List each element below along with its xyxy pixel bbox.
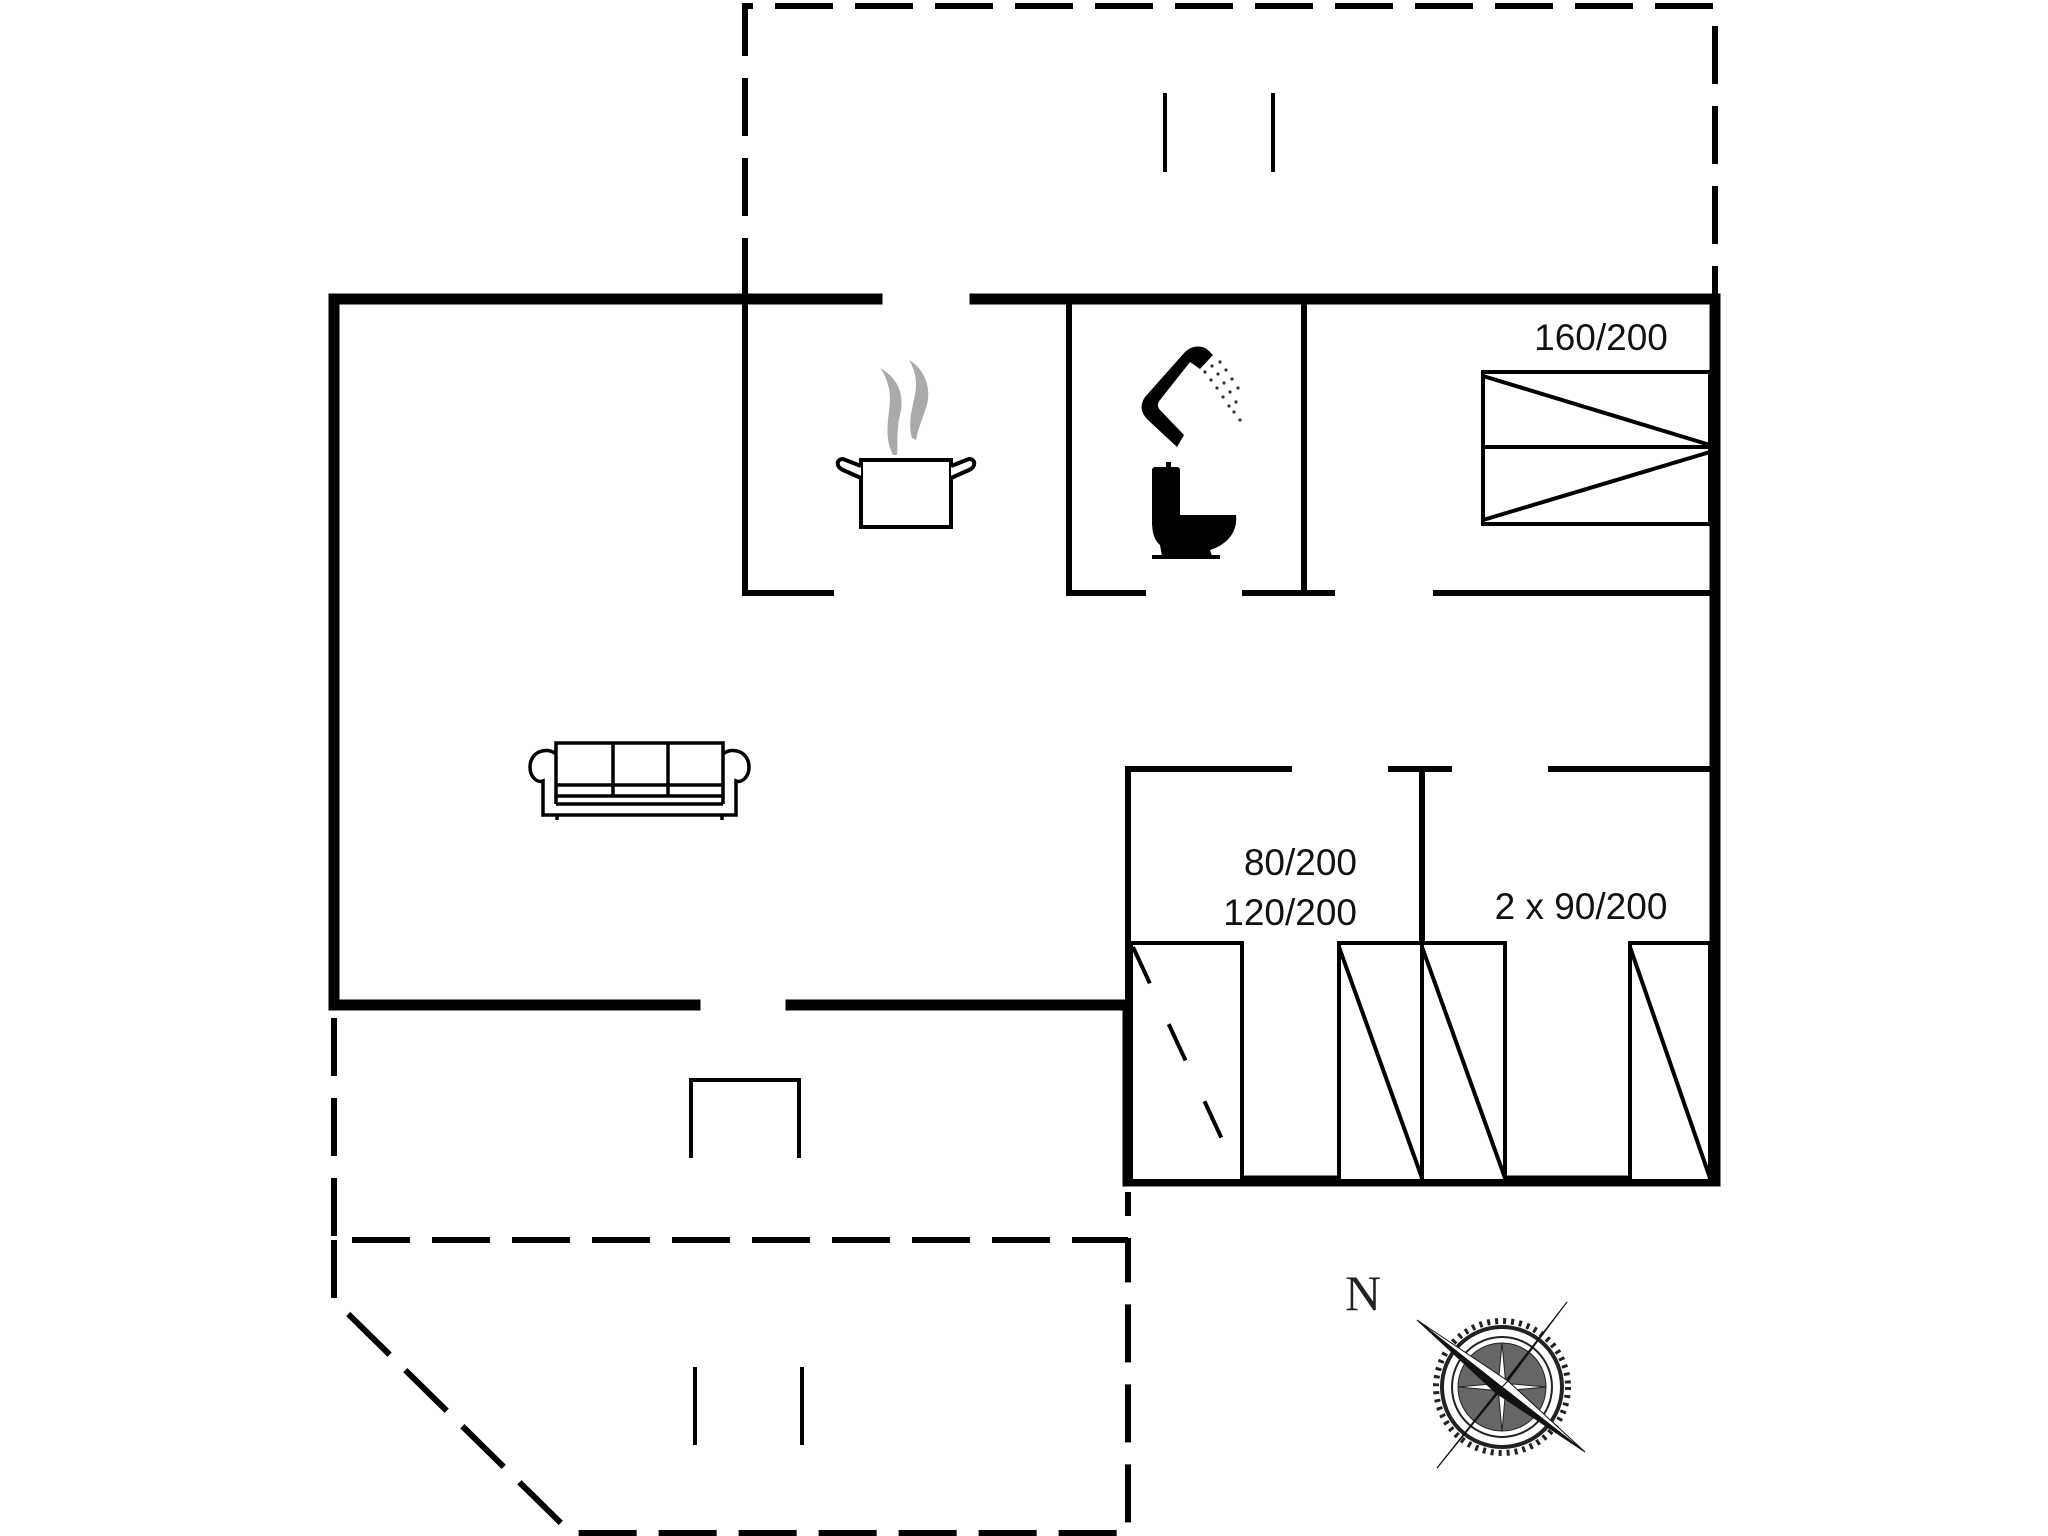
north-label: N	[1345, 1265, 1381, 1321]
terrace-south	[331, 1018, 1131, 1243]
double-bed-icon	[1481, 370, 1712, 526]
bed-size-label: 160/200	[1534, 317, 1668, 358]
single-bed-icon	[1628, 941, 1712, 1183]
carport-south	[331, 1240, 1131, 1536]
cooking-pot-icon	[835, 360, 977, 529]
bed-icon	[1129, 941, 1244, 1183]
toilet-icon	[1152, 462, 1237, 559]
bed-size-label: 2 x 90/200	[1495, 886, 1668, 927]
bed-size-label: 120/200	[1223, 892, 1357, 933]
compass-rose-icon	[1416, 1301, 1586, 1469]
bed-icon	[1337, 941, 1424, 1183]
terrace-north	[742, 3, 1718, 296]
shower-icon	[1141, 346, 1242, 447]
single-bed-icon	[1420, 941, 1507, 1183]
bed-size-label: 80/200	[1244, 842, 1357, 883]
fireplace-outline	[689, 1078, 801, 1158]
sofa-icon	[528, 741, 751, 820]
